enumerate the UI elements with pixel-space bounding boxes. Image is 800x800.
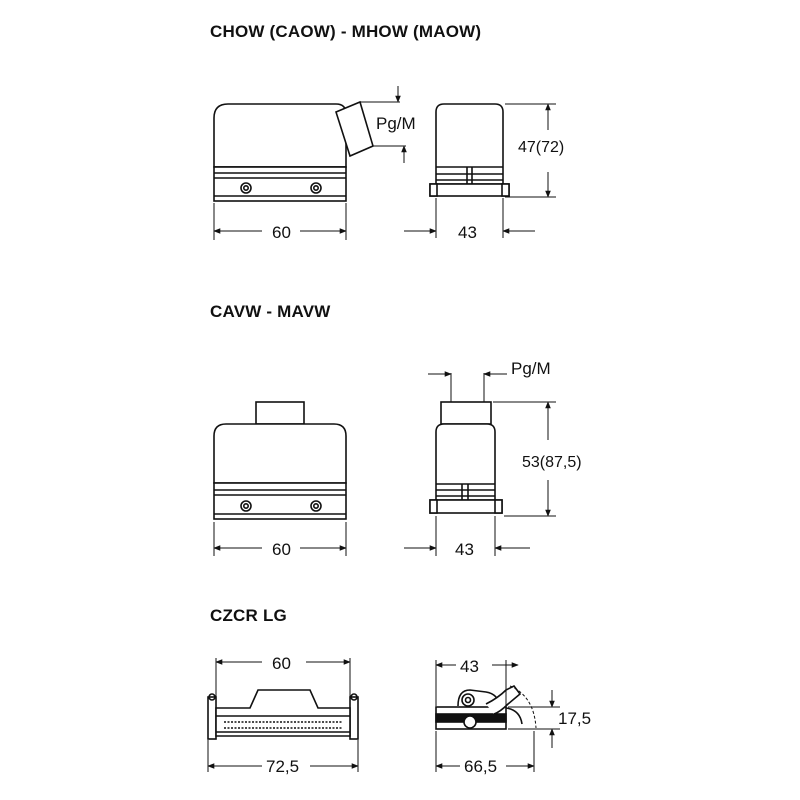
czcr-top-width-label: 60	[272, 654, 291, 673]
czcr-height-label: 17,5	[558, 709, 591, 728]
section-title-czcr: CZCR LG	[210, 606, 287, 625]
czcr-side-dims	[435, 660, 560, 772]
cavw-front-dims	[213, 522, 347, 556]
section-title-cavw: CAVW - MAVW	[210, 302, 331, 321]
cavw-front-view	[213, 401, 347, 520]
czcr-bottom-width-label: 72,5	[266, 757, 299, 776]
czcr-front-view	[207, 689, 359, 740]
chow-front-view	[213, 100, 374, 202]
chow-side-width-label: 43	[458, 223, 477, 242]
chow-height-label: 47(72)	[518, 139, 564, 156]
chow-front-dims	[213, 86, 407, 240]
cavw-side-width-label: 43	[455, 540, 474, 559]
section-title-chow: CHOW (CAOW) - MHOW (MAOW)	[210, 22, 482, 41]
chow-side-dims	[404, 103, 556, 238]
czcr-side-top-width-label: 43	[460, 657, 479, 676]
cavw-height-label: 53(87,5)	[522, 454, 582, 471]
cavw-side-dims	[404, 371, 556, 556]
chow-cable-label: Pg/M	[376, 114, 416, 133]
czcr-front-dims	[207, 658, 359, 772]
czcr-side-view	[435, 684, 523, 730]
cavw-front-width-label: 60	[272, 540, 291, 559]
cavw-cable-label: Pg/M	[511, 359, 551, 378]
cavw-side-view	[429, 401, 503, 514]
chow-side-view	[429, 103, 510, 197]
chow-front-width-label: 60	[272, 223, 291, 242]
czcr-side-bottom-width-label: 66,5	[464, 757, 497, 776]
